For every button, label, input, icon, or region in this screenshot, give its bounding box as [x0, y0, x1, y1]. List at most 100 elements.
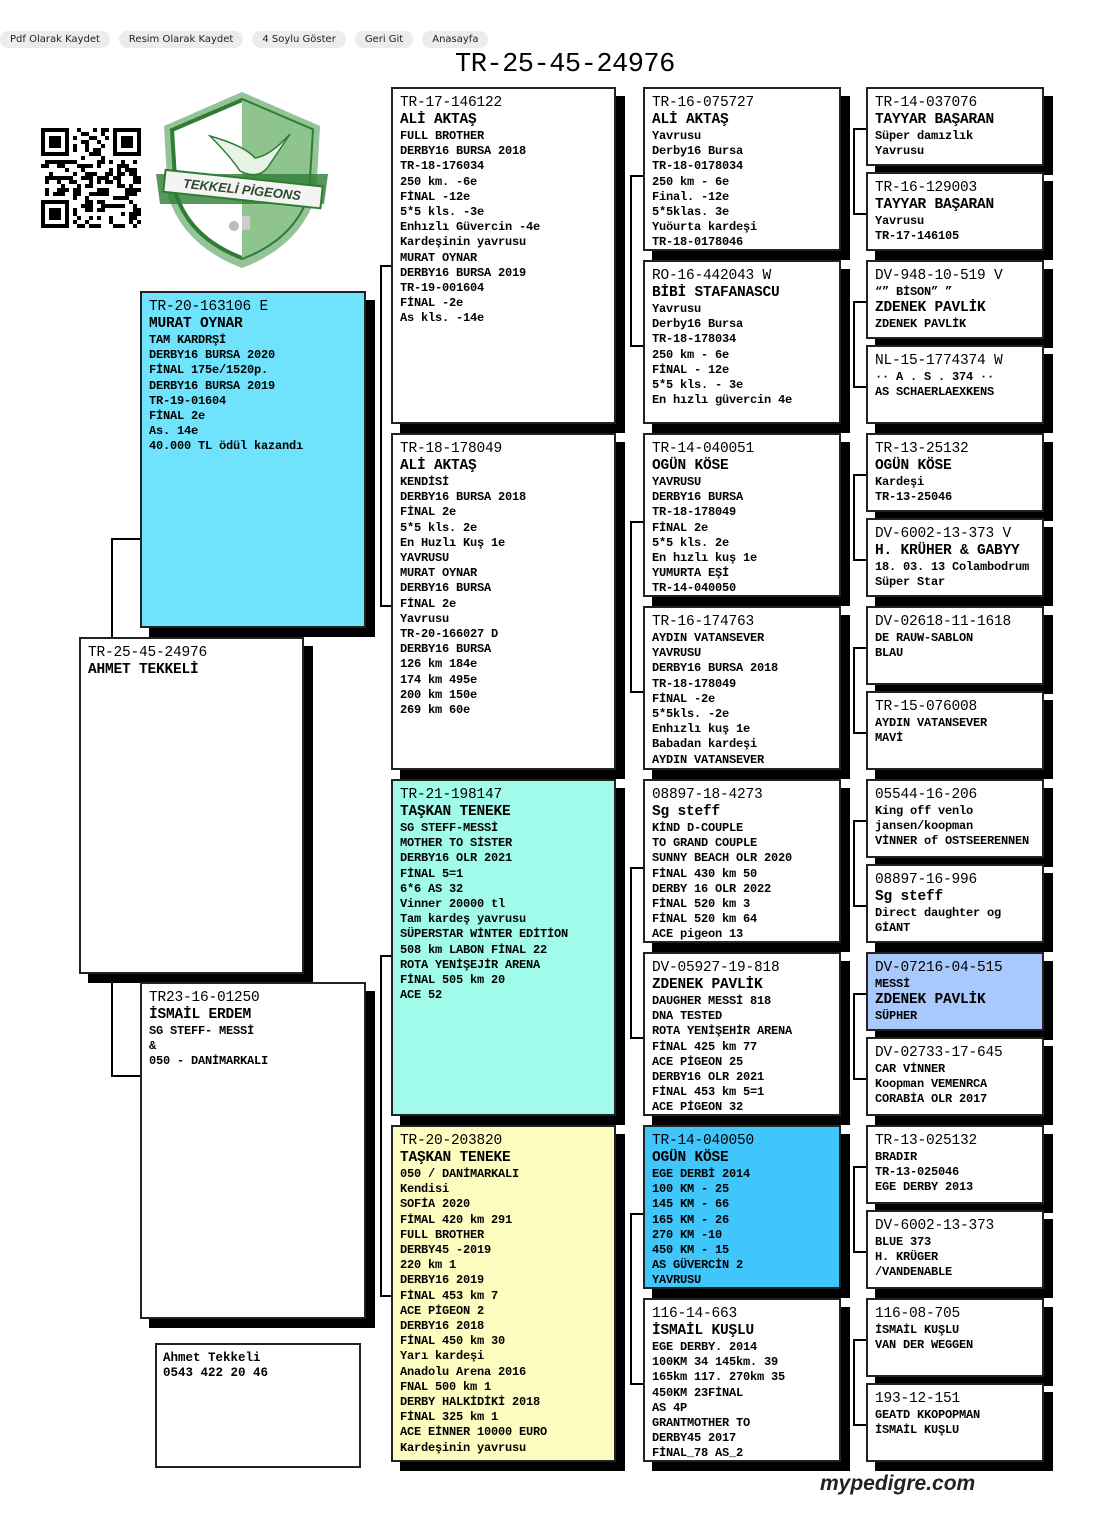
- pedigree-line: SG STEFF- MESSİ: [149, 1024, 255, 1038]
- pedigree-line: DERBY16 OLR 2021: [400, 851, 513, 866]
- connector-line: [111, 1075, 141, 1077]
- contact-box: Ahmet Tekkeli 0543 422 20 46: [155, 1343, 361, 1468]
- pedigree-line: As kls. -14e: [400, 311, 485, 326]
- pedigree-line: SUNNY BEACH OLR 2020: [652, 851, 793, 866]
- connector-line: [630, 175, 644, 177]
- pedigree-line: Yavrusu: [652, 302, 702, 316]
- pedigree-line: CAR VİNNER: [875, 1062, 946, 1076]
- ring-number: 116-14-663: [652, 1306, 738, 1322]
- pedigree-line: 250 km. -6e: [400, 174, 478, 189]
- ring-number: TR-13-25132: [875, 441, 969, 457]
- ancestor-box[interactable]: NL-15-1774374 W·· A . S . 374 ··AS SCHAE…: [866, 345, 1044, 424]
- pedigree-line: OGÜN KÖSE: [875, 458, 952, 474]
- pedigree-line: MAVİ: [875, 731, 904, 746]
- pedigree-line: Final. -12e: [652, 189, 730, 204]
- ring-number: TR-15-076008: [875, 699, 978, 715]
- ring-number: TR-18-178049: [400, 441, 503, 457]
- show-4-generations-button[interactable]: 4 Soylu Göster: [252, 31, 346, 48]
- pedigree-line: 450 KM - 15: [652, 1243, 730, 1258]
- pedigree-line: ZDENEK PAVLİK: [875, 992, 986, 1009]
- connector-line: [380, 1295, 392, 1297]
- pedigree-line: ACE PİGEON 25: [652, 1054, 744, 1069]
- pedigree-line: DERBY16 BURSA 2020: [149, 348, 276, 363]
- save-image-button[interactable]: Resim Olarak Kaydet: [118, 31, 244, 48]
- pedigree-line: Derby16 Bursa: [652, 317, 744, 332]
- pedigree-line: ACE PİGEON 2: [400, 1303, 485, 1318]
- home-button[interactable]: Anasayfa: [422, 31, 489, 48]
- pedigree-line: DERBY16 BURSA: [400, 642, 492, 657]
- pedigree-line: 508 km LABON FİNAL 22: [400, 942, 548, 957]
- connector-line: [853, 1339, 855, 1424]
- pedigree-line: FİNAL 5=1: [400, 866, 464, 881]
- go-back-button[interactable]: Geri Git: [354, 31, 414, 48]
- pedigree-line: Süper damızlık: [875, 129, 974, 143]
- ring-number: 193-12-151: [875, 1391, 961, 1407]
- connector-line: [853, 386, 867, 388]
- contact-name: Ahmet Tekkeli: [163, 1351, 261, 1365]
- ring-number: 116-08-705: [875, 1306, 961, 1322]
- ring-number: DV-02618-11-1618: [875, 614, 1012, 630]
- pedigree-line: MURAT OYNAR: [149, 316, 243, 332]
- pedigree-line: FİNAL 2e: [400, 596, 457, 611]
- pedigree-line: DERBY16 BURSA: [400, 581, 492, 596]
- pedigree-line: FİNAL 520 km 3: [652, 897, 751, 912]
- pedigree-line: FİNAL 505 km 20: [400, 973, 506, 988]
- connector-line: [630, 345, 644, 347]
- pedigree-line: YAVRUSU: [400, 551, 450, 566]
- ring-number: TR-20-163106 E: [149, 299, 269, 315]
- ring-number: TR-14-040051: [652, 441, 755, 457]
- pedigree-line: ZDENEK PAVLİK: [652, 977, 763, 993]
- pedigree-line: DERBY16 BURSA 2018: [400, 144, 527, 159]
- brand-logo[interactable]: mypedigre.com: [820, 1472, 976, 1495]
- pedigree-line: DERBY16 BURSA: [652, 490, 744, 505]
- pedigree-line: SÜPERSTAR WİNTER EDİTİON: [400, 927, 569, 942]
- pedigree-line: FİNAL 520 km 64: [652, 912, 758, 927]
- pedigree-line: KİND D-COUPLE: [652, 821, 744, 835]
- pedigree-line: TR-20-166027 D: [400, 627, 499, 642]
- pedigree-line: AS GÜVERCİN 2: [652, 1258, 744, 1273]
- pedigree-line: FİNAL 450 km 30: [400, 1334, 506, 1349]
- pedigree-line: TAYYAR BAŞARAN: [875, 197, 995, 213]
- pedigree-line: AYDIN VATANSEVER: [652, 631, 765, 645]
- pedigree-line: YAVRUSU: [652, 475, 702, 489]
- pedigree-line: GİANT: [875, 921, 911, 936]
- pedigree-line: FULL BROTHER: [400, 129, 485, 143]
- connector-line: [853, 1166, 867, 1168]
- pedigree-line: 18. 03. 13 Colambodrum: [875, 560, 1030, 574]
- pedigree-line: ALİ AKTAŞ: [400, 458, 477, 474]
- save-pdf-button[interactable]: Pdf Olarak Kaydet: [0, 31, 110, 48]
- pedigree-line: 5*5 kls. 2e: [652, 535, 730, 550]
- pedigree-line: 220 km 1: [400, 1258, 457, 1273]
- connector-line: [853, 993, 855, 1078]
